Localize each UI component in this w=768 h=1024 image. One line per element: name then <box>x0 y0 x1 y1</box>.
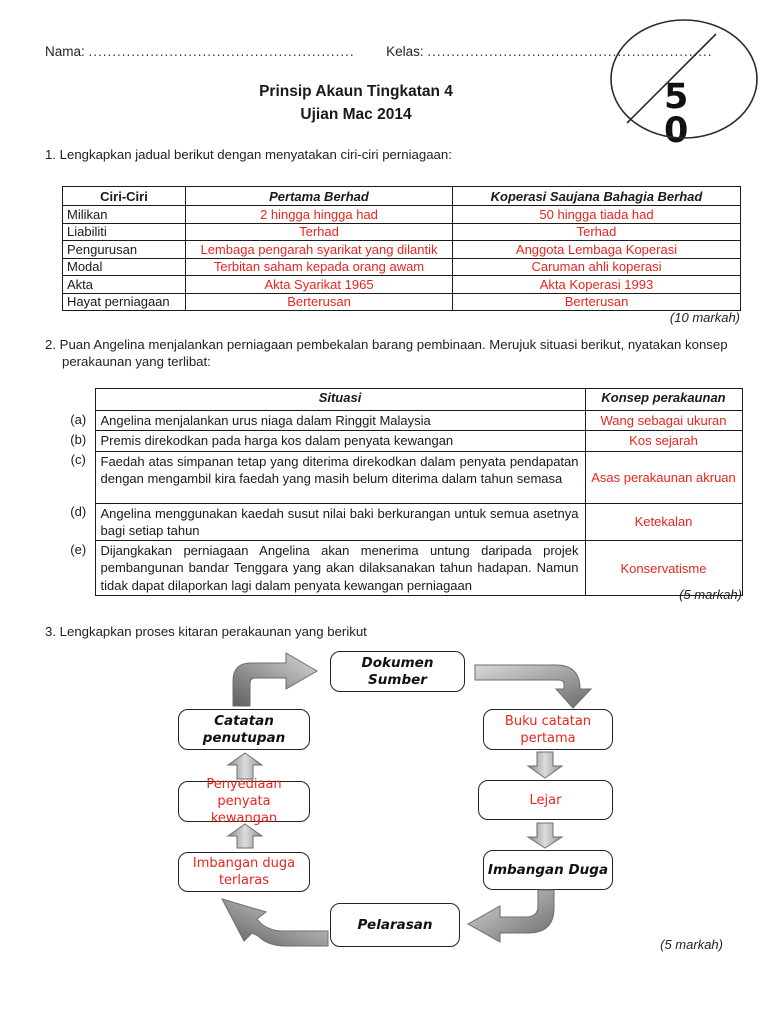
title-line-1: Prinsip Akaun Tingkatan 4 <box>259 83 453 100</box>
question-2-prompt: 2. Puan Angelina menjalankan perniagaan … <box>45 337 728 369</box>
flow-node-dokumen-sumber: Dokumen Sumber <box>330 651 465 692</box>
arrow-lejar-to-imbangan <box>526 822 564 849</box>
table-row: Pengurusan Lembaga pengarah syarikat yan… <box>62 240 741 259</box>
row-label: Modal <box>62 257 186 276</box>
column-header: Konsep perakaunan <box>584 388 743 411</box>
table-row: (b) Premis direkodkan pada harga kos dal… <box>62 430 743 452</box>
row-label: (c) <box>62 451 95 504</box>
row-label: (d) <box>62 503 95 541</box>
arrow-imbangan-to-pelarasan <box>466 889 555 943</box>
answer-cell: Caruman ahli koperasi <box>452 257 741 276</box>
column-header: Ciri-Ciri <box>62 186 186 206</box>
answer-cell: Ketekalan <box>584 502 743 542</box>
table-row: Akta Akta Syarikat 1965 Akta Koperasi 19… <box>62 275 741 294</box>
answer-cell: 2 hingga hingga had <box>185 205 453 224</box>
class-label: Kelas: <box>386 44 424 59</box>
table-header-row: Situasi Konsep perakaunan <box>62 388 743 411</box>
answer-cell: Akta Syarikat 1965 <box>185 275 453 294</box>
title-line-2: Ujian Mac 2014 <box>300 106 412 123</box>
situation-cell: Dijangkakan perniagaan Angelina akan men… <box>94 540 586 597</box>
row-label: (b) <box>62 430 95 452</box>
name-field: ........................................… <box>88 44 355 59</box>
row-label: (e) <box>62 540 95 596</box>
answer-cell: Asas perakaunan akruan <box>584 450 743 504</box>
name-class-line: Nama: ..................................… <box>45 44 725 59</box>
row-label: Milikan <box>62 205 186 224</box>
question-2-table: Situasi Konsep perakaunan (a) Angelina m… <box>62 388 743 597</box>
class-field: ........................................… <box>427 44 713 59</box>
arrow-catatan-to-dokumen <box>232 652 318 707</box>
table-row: (e) Dijangkakan perniagaan Angelina akan… <box>62 540 743 597</box>
situation-cell: Faedah atas simpanan tetap yang diterima… <box>94 450 586 504</box>
row-label: Pengurusan <box>62 240 186 259</box>
arrow-terlaras-to-penyediaan <box>226 823 264 849</box>
arrow-dokumen-to-buku <box>474 664 593 709</box>
table-row: (c) Faedah atas simpanan tetap yang dite… <box>62 450 743 504</box>
column-header: Koperasi Saujana Bahagia Berhad <box>452 186 741 206</box>
score-digit-bottom: 0 <box>664 111 689 151</box>
empty-header-cell <box>62 388 95 411</box>
answer-cell: Konservatisme <box>584 540 743 597</box>
flow-node-imbangan-terlaras: Imbangan duga terlaras <box>178 852 310 892</box>
column-header: Pertama Berhad <box>185 186 453 206</box>
question-1-prompt: 1. Lengkapkan jadual berikut dengan meny… <box>45 147 452 162</box>
answer-cell: Terhad <box>452 222 741 241</box>
flow-node-catatan-penutupan: Catatan penutupan <box>178 709 310 750</box>
circle-outline <box>610 19 758 139</box>
situation-cell: Angelina menjalankan urus niaga dalam Ri… <box>94 409 586 432</box>
table-row: Hayat perniagaan Berterusan Berterusan <box>62 292 741 311</box>
question-1-table: Ciri-Ciri Pertama Berhad Koperasi Saujan… <box>62 186 741 311</box>
table-row: Liabiliti Terhad Terhad <box>62 222 741 241</box>
situation-cell: Premis direkodkan pada harga kos dalam p… <box>94 430 586 452</box>
arrow-pelarasan-to-terlaras <box>221 898 329 947</box>
circle-diagonal-line <box>626 33 717 124</box>
column-header: Situasi <box>94 388 586 411</box>
name-label: Nama: <box>45 44 85 59</box>
answer-cell: Berterusan <box>185 292 453 311</box>
answer-cell: Terbitan saham kepada orang awam <box>185 257 453 276</box>
answer-cell: Anggota Lembaga Koperasi <box>452 240 741 259</box>
row-label: Akta <box>62 275 186 294</box>
situation-cell: Angelina menggunakan kaedah susut nilai … <box>94 502 586 542</box>
row-label: Hayat perniagaan <box>62 292 186 311</box>
flow-node-lejar: Lejar <box>478 780 613 820</box>
answer-cell: Wang sebagai ukuran <box>584 409 743 432</box>
table-row: (d) Angelina menggunakan kaedah susut ni… <box>62 502 743 542</box>
page-title: Prinsip Akaun Tingkatan 4 Ujian Mac 2014 <box>0 80 712 126</box>
table-row: Modal Terbitan saham kepada orang awam C… <box>62 257 741 276</box>
row-label: Liabiliti <box>62 222 186 241</box>
table-header-row: Ciri-Ciri Pertama Berhad Koperasi Saujan… <box>62 186 741 206</box>
marks-circle <box>610 19 758 139</box>
question-2-marks: (5 markah) <box>679 587 742 602</box>
question-3-prompt: 3. Lengkapkan proses kitaran perakaunan … <box>45 624 367 639</box>
table-row: Milikan 2 hingga hingga had 50 hingga ti… <box>62 205 741 224</box>
flow-node-pelarasan: Pelarasan <box>330 903 460 947</box>
table-row: (a) Angelina menjalankan urus niaga dala… <box>62 409 743 432</box>
answer-cell: Akta Koperasi 1993 <box>452 275 741 294</box>
flow-node-buku-catatan: Buku catatan pertama <box>483 709 613 750</box>
answer-cell: Terhad <box>185 222 453 241</box>
answer-cell: Lembaga pengarah syarikat yang dilantik <box>185 240 453 259</box>
row-label: (a) <box>62 410 95 431</box>
question-3-marks: (5 markah) <box>660 937 723 952</box>
flow-node-penyediaan: Penyediaan penyata kewangan <box>178 777 310 826</box>
arrow-buku-to-lejar <box>526 751 564 779</box>
question-1-marks: (10 markah) <box>669 310 740 325</box>
answer-cell: Kos sejarah <box>584 430 743 452</box>
score-value: 5 0 <box>664 77 704 151</box>
answer-cell: 50 hingga tiada had <box>452 205 741 224</box>
answer-cell: Berterusan <box>452 292 741 311</box>
score-digit-top: 5 <box>664 77 689 117</box>
flow-node-imbangan-duga: Imbangan Duga <box>483 850 613 890</box>
